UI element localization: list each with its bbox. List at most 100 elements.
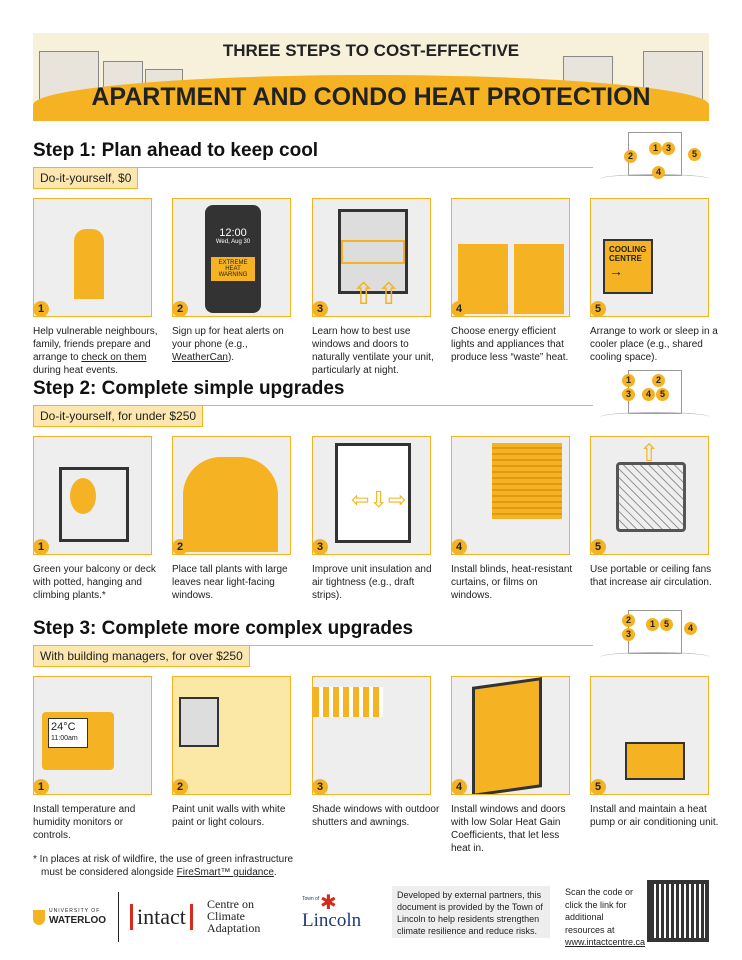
caption-link[interactable]: check on them: [81, 352, 147, 363]
item-number-badge: 2: [173, 301, 188, 316]
box-fan-illustration: [616, 462, 686, 532]
location-marker: 4: [684, 622, 697, 635]
intact-logo: intact: [130, 904, 193, 930]
painted-wall-illustration: [173, 677, 290, 794]
waterloo-small-text: UNIVERSITY OF: [49, 908, 101, 914]
step-1-item-2-caption: Sign up for heat alerts on your phone (e…: [172, 325, 302, 364]
caption-text: Install temperature and humidity monitor…: [33, 804, 136, 841]
location-marker: 1: [622, 374, 635, 387]
step-1-item-1-caption: Help vulnerable neighbours, family, frie…: [33, 325, 163, 377]
balcony-plants-illustration: [59, 467, 129, 542]
location-marker: 2: [652, 374, 665, 387]
blinds-illustration: [492, 443, 562, 519]
arrow-right-icon: →: [609, 263, 623, 279]
step-2-item-2-caption: Place tall plants with large leaves near…: [172, 563, 302, 602]
awning-illustration: [313, 687, 383, 717]
step-3-illustration-3: 3: [312, 676, 431, 795]
step-2-illustration-3: ⇦⇩⇨3: [312, 436, 431, 555]
step-2-item-1-caption: Green your balcony or deck with potted, …: [33, 563, 163, 602]
caption-text: Shade windows with outdoor shutters and …: [312, 804, 440, 828]
step-2-illustration-2: 2: [172, 436, 291, 555]
location-marker: 3: [622, 388, 635, 401]
location-marker: 4: [642, 388, 655, 401]
waterloo-text: WATERLOO: [49, 915, 107, 926]
step-divider: [33, 645, 593, 646]
air-conditioner-illustration: [625, 742, 685, 780]
firesmart-link[interactable]: FireSmart™ guidance: [176, 867, 274, 878]
footnote-text: must be considered alongside: [41, 867, 177, 878]
step-divider: [33, 405, 593, 406]
thermostat-time: 11:00am: [51, 735, 78, 742]
step-1-item-4-caption: Choose energy efficient lights and appli…: [451, 325, 581, 364]
phone-time: 12:00: [219, 227, 247, 239]
caption-text: Help vulnerable neighbours, family, frie…: [33, 326, 158, 363]
caption-link[interactable]: WeatherCan: [172, 352, 228, 363]
item-number-badge: 3: [313, 779, 328, 794]
item-number-badge: 2: [173, 779, 188, 794]
item-number-badge: 5: [591, 301, 606, 316]
step-2-title: Step 2: Complete simple upgrades: [33, 378, 345, 399]
lincoln-text: Lincoln: [302, 910, 362, 931]
step-3-illustration-2: 2: [172, 676, 291, 795]
maple-leaf-icon: ✱: [320, 892, 337, 914]
caption-text: Use portable or ceiling fans that increa…: [590, 564, 712, 588]
step-1-title: Step 1: Plan ahead to keep cool: [33, 140, 319, 161]
step-1-cost-tag: Do-it-yourself, $0: [33, 167, 139, 189]
step-3-item-3-caption: Shade windows with outdoor shutters and …: [312, 803, 442, 829]
step-divider: [33, 167, 593, 168]
qr-code[interactable]: [647, 880, 709, 942]
location-marker: 2: [622, 614, 635, 627]
location-marker: 1: [646, 618, 659, 631]
town-of-text: Town of: [302, 896, 320, 902]
item-number-badge: 4: [452, 301, 467, 316]
tall-plant-illustration: [183, 457, 278, 552]
lincoln-logo: Town of ✱ Lincoln: [302, 892, 362, 932]
item-number-badge: 1: [34, 779, 49, 794]
caption-text: during heat events.: [33, 365, 119, 376]
solar-window-illustration: [472, 677, 542, 794]
step-2-illustration-4: 4: [451, 436, 570, 555]
step-3-title: Step 3: Complete more complex upgrades: [33, 618, 414, 639]
item-number-badge: 1: [34, 539, 49, 554]
arrow-up-icon: ⇧⇧: [351, 278, 402, 311]
disclaimer-box: Developed by external partners, this doc…: [392, 886, 550, 938]
resources-text: Scan the code or click the link for addi…: [565, 886, 646, 949]
step-1-illustration-3: ⇧⇧ 3: [312, 198, 431, 317]
arrows-icon: ⇦⇩⇨: [351, 487, 407, 512]
logo-line: Climate: [207, 909, 245, 923]
step-2-cost-tag: Do-it-yourself, for under $250: [33, 405, 204, 427]
location-marker: 3: [622, 628, 635, 641]
caption-text: Green your balcony or deck with potted, …: [33, 564, 156, 601]
location-marker: 5: [660, 618, 673, 631]
location-marker: 2: [624, 150, 637, 163]
house-icon: [628, 610, 682, 654]
location-marker: 3: [662, 142, 675, 155]
step-2-item-3-caption: Improve unit insulation and air tightnes…: [312, 563, 442, 602]
item-number-badge: 5: [591, 779, 606, 794]
step-2-item-4-caption: Install blinds, heat-resistant curtains,…: [451, 563, 581, 602]
logo-divider: [118, 892, 119, 942]
caption-text: ).: [227, 352, 235, 363]
item-number-badge: 3: [313, 301, 328, 316]
location-marker: 1: [649, 142, 662, 155]
header-subtitle: THREE STEPS TO COST-EFFECTIVE: [222, 41, 520, 60]
cooling-centre-sign: COOLING CENTRE→: [603, 239, 653, 294]
step-3-item-5-caption: Install and maintain a heat pump or air …: [590, 803, 720, 829]
intactcentre-link[interactable]: www.intactcentre.ca: [565, 937, 646, 947]
caption-text: Paint unit walls with white paint or lig…: [172, 804, 286, 828]
step-3-cost-tag: With building managers, for over $250: [33, 645, 250, 667]
dryer-illustration: [514, 244, 564, 314]
caption-text: Improve unit insulation and air tightnes…: [312, 564, 432, 601]
caption-text: Install and maintain a heat pump or air …: [590, 804, 719, 828]
heat-alert-banner: EXTREME HEAT WARNING: [211, 257, 255, 281]
caption-text: Install blinds, heat-resistant curtains,…: [451, 564, 573, 601]
location-marker: 4: [652, 166, 665, 179]
step-1-illustration-4: 4: [451, 198, 570, 317]
step-3-item-2-caption: Paint unit walls with white paint or lig…: [172, 803, 302, 829]
item-number-badge: 2: [173, 539, 188, 554]
cooling-sign-text: COOLING CENTRE: [609, 245, 647, 263]
step-3-item-4-caption: Install windows and doors with low Solar…: [451, 803, 581, 855]
